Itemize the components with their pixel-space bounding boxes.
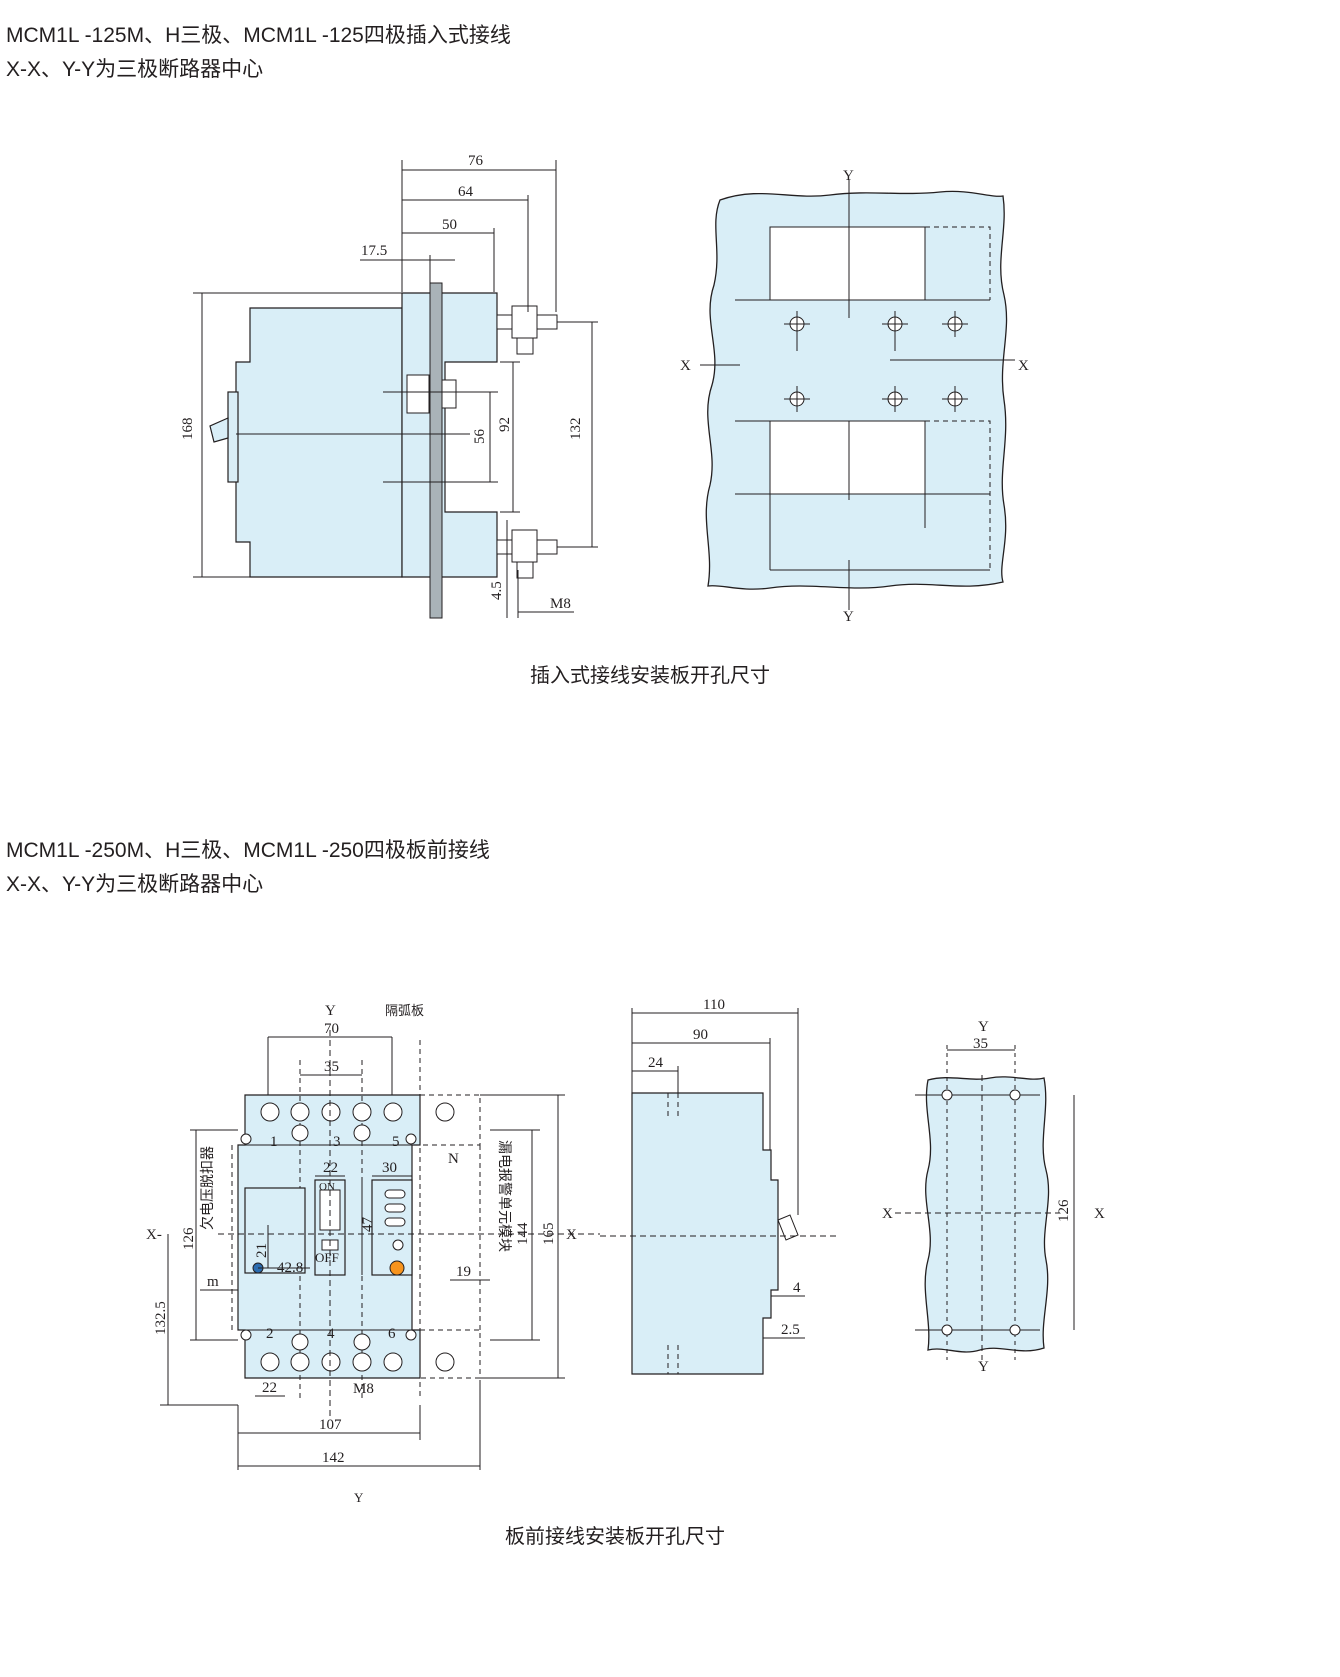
label-x-right: X: [1094, 1206, 1105, 1222]
dim-50: 50: [442, 217, 457, 233]
terminal-holes-bottom: [260, 1333, 455, 1372]
mounting-holes: [784, 311, 968, 412]
test-knob: [389, 1260, 405, 1276]
dim-22-bottom: 22: [262, 1380, 277, 1396]
label-y-top: Y: [325, 1003, 336, 1019]
dim-47: 47: [360, 1217, 376, 1233]
terminal-4: 4: [327, 1326, 335, 1342]
cutout-panel-2: [924, 1076, 1050, 1353]
dim-22-top: 22: [323, 1160, 338, 1176]
label-m: m: [207, 1274, 219, 1290]
dim-35: 35: [973, 1036, 988, 1052]
label-x-left: X-: [146, 1227, 162, 1243]
mounting-plate: [429, 282, 443, 619]
dim-70: 70: [324, 1021, 339, 1037]
section1-heading: MCM1L -125M、H三极、MCM1L -125四极插入式接线: [6, 24, 511, 47]
dim-144: 144: [515, 1222, 531, 1245]
side-body: [631, 1092, 779, 1375]
dim-132: 132: [568, 418, 584, 441]
dim-30: 30: [382, 1160, 397, 1176]
label-y-bottom: Y: [843, 609, 854, 625]
dim-17-5: 17.5: [361, 243, 387, 259]
terminal-1: 1: [270, 1134, 278, 1150]
section1-caption: 插入式接线安装板开孔尺寸: [530, 665, 770, 687]
dim-35: 35: [324, 1059, 339, 1075]
dim-19: 19: [456, 1264, 471, 1280]
dim-m8: M8: [550, 596, 571, 612]
dim-21: 21: [254, 1243, 270, 1258]
plugin-side-view: 76 64 50 17.5 168 56 92 132 4.5 M8: [180, 153, 598, 619]
label-x-left: X: [882, 1206, 893, 1222]
switch-on-label: ON: [319, 1181, 335, 1193]
dim-142: 142: [322, 1450, 345, 1466]
dim-76: 76: [468, 153, 484, 169]
label-x-left: X: [680, 358, 691, 374]
dim-2-5: 2.5: [781, 1322, 800, 1338]
terminal-5: 5: [392, 1134, 400, 1150]
dim-107: 107: [319, 1417, 342, 1433]
terminal-holes-top: [260, 1102, 455, 1142]
section2-subheading: X-X、Y-Y为三极断路器中心: [6, 873, 264, 896]
label-y-bottom: Y: [978, 1359, 989, 1375]
label-m8: M8: [353, 1381, 374, 1397]
label-x-right: X: [566, 1227, 577, 1243]
terminal-3: 3: [333, 1134, 341, 1150]
dim-90: 90: [693, 1027, 708, 1043]
switch-off-label: OFF: [315, 1250, 339, 1265]
label-y-bottom: Y: [354, 1490, 364, 1505]
section2-heading: MCM1L -250M、H三极、MCM1L -250四极板前接线: [6, 839, 490, 862]
dim-92: 92: [497, 417, 513, 432]
dim-56: 56: [472, 429, 488, 445]
dim-132-5: 132.5: [153, 1301, 169, 1335]
dim-64: 64: [458, 184, 474, 200]
label-leakage-alarm-module: 漏电报警单元模块: [496, 1140, 512, 1252]
undervoltage-window: [244, 1187, 306, 1274]
dim-4: 4: [793, 1280, 801, 1296]
section2-caption: 板前接线安装板开孔尺寸: [505, 1526, 725, 1548]
label-arc-barrier: 隔弧板: [385, 1003, 424, 1018]
terminal-6: 6: [388, 1326, 396, 1342]
label-y-top: Y: [843, 168, 854, 184]
terminal-n: N: [448, 1151, 459, 1167]
dim-24: 24: [648, 1055, 664, 1071]
terminal-2: 2: [266, 1326, 274, 1342]
section1-subheading: X-X、Y-Y为三极断路器中心: [6, 58, 264, 81]
label-x-right: X: [1018, 358, 1029, 374]
label-undervoltage-release: 欠电压脱扣器: [200, 1146, 216, 1230]
dim-165: 165: [541, 1223, 557, 1246]
dim-4-5: 4.5: [489, 581, 505, 600]
dim-126: 126: [1056, 1199, 1072, 1222]
plugin-cutout: Y Y X X: [680, 168, 1029, 625]
dim-110: 110: [703, 997, 725, 1013]
dim-126: 126: [181, 1227, 197, 1250]
breaker-handle: [209, 417, 229, 443]
label-y-top: Y: [978, 1019, 989, 1035]
dim-42-8: 42.8: [277, 1260, 303, 1276]
dim-168: 168: [180, 418, 196, 441]
